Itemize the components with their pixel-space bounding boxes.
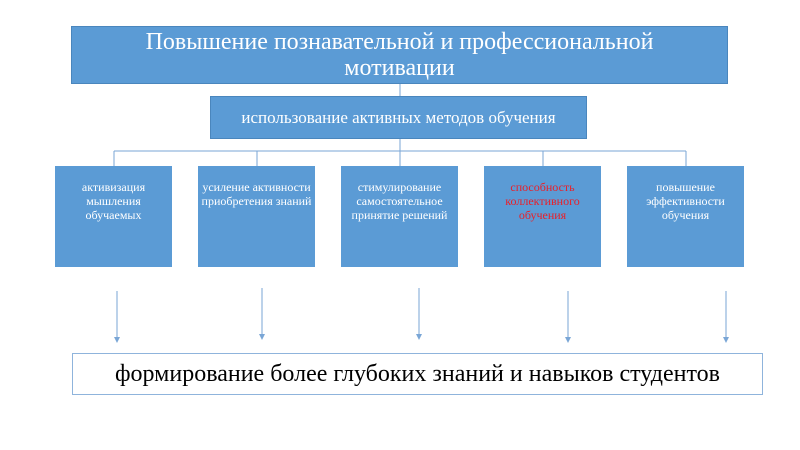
child-label: усиление активности приобретения знаний	[201, 180, 312, 208]
child-box-collective: способность коллективного обучения	[484, 166, 601, 267]
child-label: активизация мышления обучаемых	[81, 180, 146, 222]
result-text: формирование более глубоких знаний и нав…	[114, 360, 720, 387]
child-box-efficiency: повышение эффективности обучения	[627, 166, 744, 267]
child-box-activation: активизация мышления обучаемых	[55, 166, 172, 267]
result-box: формирование более глубоких знаний и нав…	[72, 353, 763, 395]
methods-text: использование активных методов обучения	[241, 107, 556, 127]
child-box-decisions: стимулирование самостоятельное принятие …	[341, 166, 458, 267]
child-label: способность коллективного обучения	[505, 180, 580, 222]
child-label: стимулирование самостоятельное принятие …	[351, 180, 448, 222]
child-label: повышение эффективности обучения	[646, 180, 725, 222]
methods-box: использование активных методов обучения	[210, 96, 587, 139]
child-box-activity: усиление активности приобретения знаний	[198, 166, 315, 267]
title-text: Повышение познавательной и профессиональ…	[145, 29, 654, 81]
title-box: Повышение познавательной и профессиональ…	[71, 26, 728, 84]
